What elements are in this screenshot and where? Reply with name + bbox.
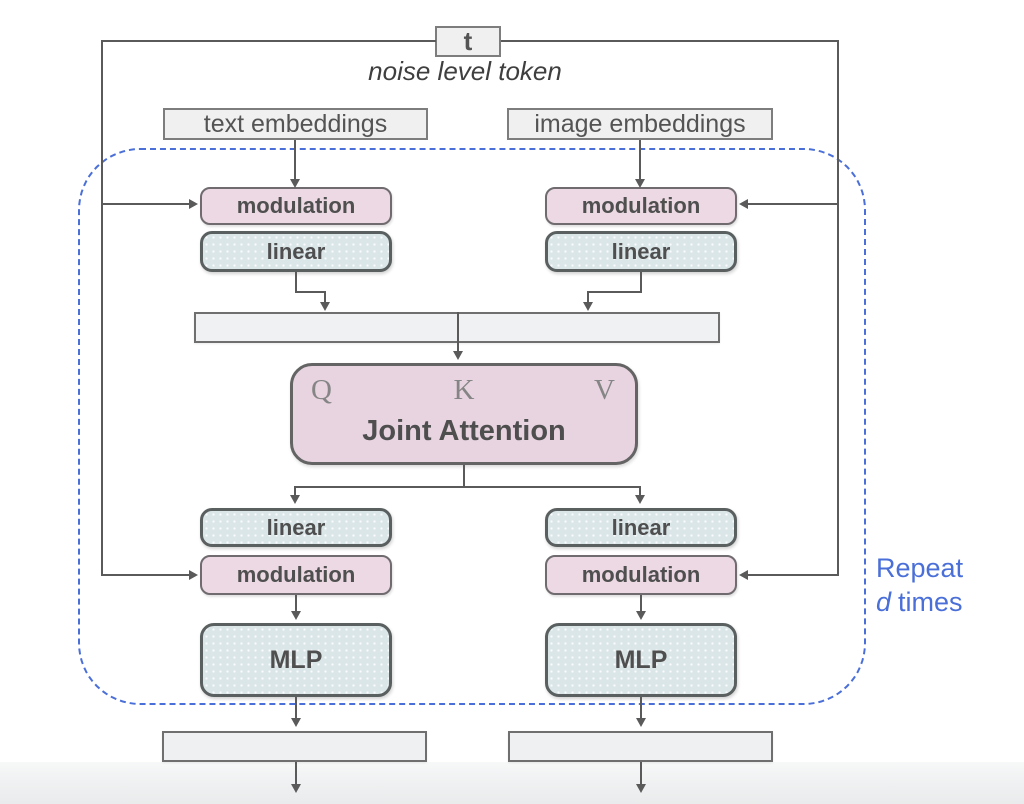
arrowhead-into-linear-image-lower [635,495,645,504]
joint-attention-box: Q K V Joint Attention [290,363,638,465]
connector-attention-out-vertical [463,465,465,487]
repeat-block-dashed-border [78,148,866,705]
repeat-depth-variable: d [876,587,892,617]
arrowhead-into-output-bar-text [291,718,301,727]
arrowhead-into-modulation-text-upper [189,199,198,209]
connector-concat-to-attention [457,312,459,353]
connector-right-branch-lower [748,574,838,576]
noise-token-label: t [463,26,473,56]
connector-linear-image-jog-v1 [640,272,642,293]
linear-label: linear [611,238,671,264]
linear-box-text-lower: linear [200,508,392,547]
noise-token-box: t [435,26,501,57]
connector-left-vertical-trunk [101,40,103,576]
connector-split-left-drop [294,486,296,497]
linear-box-image-upper: linear [545,231,737,272]
connector-modulation-to-mlp-image [640,595,642,613]
arrowhead-into-modulation-image-upper [739,199,748,209]
arrowhead-into-mlp-text [291,611,301,620]
text-output-bar [162,731,427,762]
modulation-box-image-lower: modulation [545,555,737,595]
text-embeddings-box: text embeddings [163,108,428,140]
linear-label: linear [266,514,326,540]
arrowhead-into-joint-attention [453,351,463,360]
modulation-label: modulation [581,193,701,218]
modulation-box-image-upper: modulation [545,187,737,225]
linear-box-text-upper: linear [200,231,392,272]
connector-right-branch-upper [748,203,838,205]
connector-split-right-drop [639,486,641,497]
arrowhead-text-into-concat [320,302,330,311]
linear-box-image-lower: linear [545,508,737,547]
image-embeddings-label: image embeddings [534,109,746,138]
arrowhead-image-into-concat [583,302,593,311]
connector-image-embeddings-down [639,140,641,181]
modulation-label: modulation [581,562,701,587]
connector-modulation-to-mlp-text [295,595,297,613]
connector-text-embeddings-down [294,140,296,181]
image-output-bar [508,731,773,762]
value-label: V [594,374,615,406]
arrowhead-output-text [291,784,301,793]
connector-linear-text-jog-h [295,291,326,293]
joint-attention-title: Joint Attention [362,415,566,447]
arrowhead-text-embeddings [290,179,300,188]
connector-linear-image-jog-h [587,291,642,293]
connector-mlp-to-bar-text [295,697,297,720]
connector-left-branch-upper [102,203,190,205]
connector-linear-text-jog-v1 [295,272,297,293]
key-label: K [453,374,475,406]
modulation-label: modulation [236,193,356,218]
modulation-box-text-lower: modulation [200,555,392,595]
mlp-label: MLP [269,645,323,674]
image-embeddings-box: image embeddings [507,108,773,140]
bottom-gradient-strip [0,762,1024,804]
arrowhead-into-output-bar-image [636,718,646,727]
linear-label: linear [266,238,326,264]
repeat-note-line1: Repeat [876,553,964,583]
connector-linear-text-jog-v2 [324,291,326,304]
mlp-label: MLP [614,645,668,674]
modulation-box-text-upper: modulation [200,187,392,225]
connector-linear-image-jog-v2 [587,291,589,304]
linear-label: linear [611,514,671,540]
noise-token-caption: noise level token [368,56,562,86]
connector-t-left-horizontal [102,40,436,42]
connector-attention-split-horizontal [294,486,641,488]
connector-right-vertical-trunk [837,40,839,576]
arrowhead-output-image [636,784,646,793]
arrowhead-image-embeddings [635,179,645,188]
connector-t-right-horizontal [501,40,838,42]
query-label: Q [311,374,332,406]
arrowhead-into-mlp-image [636,611,646,620]
arrowhead-into-modulation-text-lower [189,570,198,580]
connector-output-down-image [640,762,642,785]
arrowhead-into-linear-text-lower [290,495,300,504]
arrowhead-into-modulation-image-lower [739,570,748,580]
text-embeddings-label: text embeddings [203,109,388,138]
mlp-box-image: MLP [545,623,737,697]
repeat-note-times: times [898,587,963,617]
mlp-box-text: MLP [200,623,392,697]
connector-output-down-text [295,762,297,785]
connector-left-branch-lower [102,574,190,576]
connector-mlp-to-bar-image [640,697,642,720]
modulation-label: modulation [236,562,356,587]
